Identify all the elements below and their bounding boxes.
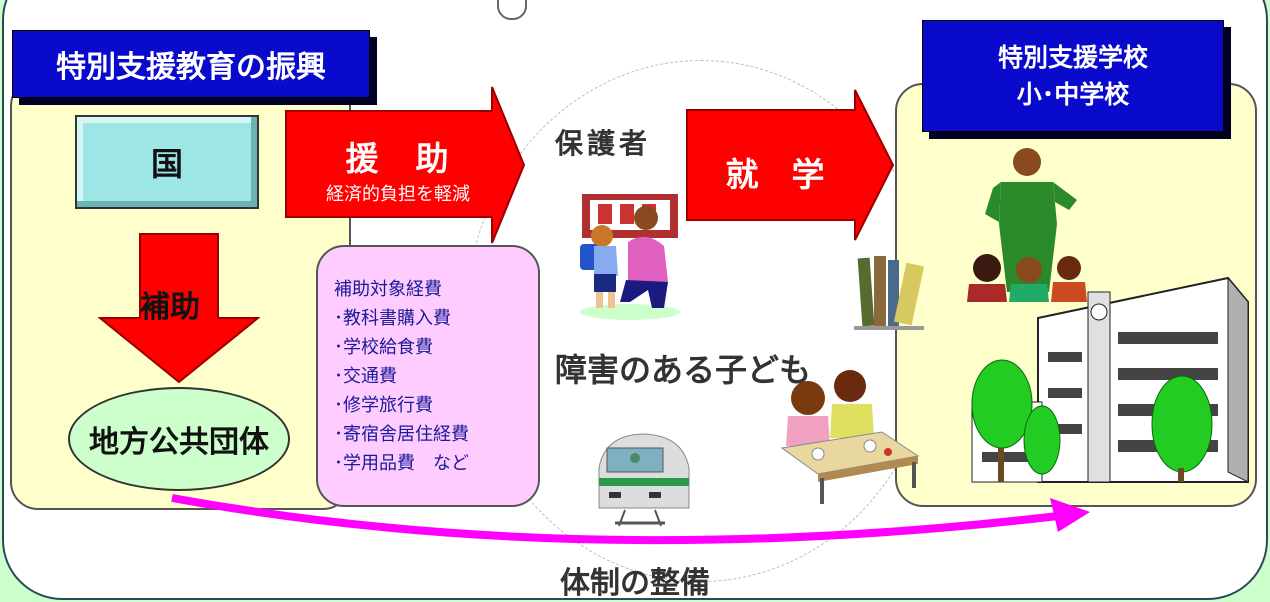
enjo-label: 援 助 — [345, 139, 451, 178]
subsidy-heading: 補助対象経費 — [334, 279, 442, 300]
subsidy-item: ･学用品費 など — [334, 453, 469, 474]
right-title-line1: 特別支援学校 — [997, 43, 1148, 72]
system-label: 体制の整備 — [560, 566, 710, 601]
right-title-line2: 小･中学校 — [1016, 80, 1130, 109]
local-government: 地方公共団体 — [68, 387, 290, 491]
train-clipart — [598, 433, 690, 527]
guardian-label: 保護者 — [555, 127, 652, 160]
mother-child-clipart — [580, 194, 680, 320]
hojo-arrow — [98, 233, 260, 384]
subsidy-box: 補助対象経費 ･教科書購入費 ･学校給食費 ･交通費 ･修学旅行費 ･寄宿舎居住… — [316, 245, 540, 507]
left-title: 特別支援教育の振興 — [12, 30, 370, 98]
system-arrow — [171, 494, 1090, 545]
shugaku-arrow — [686, 89, 895, 241]
enjo-arrow — [285, 86, 526, 244]
enjo-sublabel: 経済的負担を軽減 — [326, 184, 470, 205]
subsidy-item: ･教科書購入費 — [334, 308, 451, 329]
shugaku-label: 就 学 — [725, 155, 825, 194]
children-label: 障害のある子ども — [555, 351, 812, 389]
hojo-label: 補助 — [140, 290, 200, 325]
kuni-box: 国 — [75, 115, 259, 209]
books-clipart — [854, 256, 925, 330]
subsidy-item: ･学校給食費 — [334, 337, 433, 358]
hanger-tab — [497, 0, 527, 20]
subsidy-item: ･交通費 — [334, 366, 397, 387]
right-title: 特別支援学校 小･中学校 — [922, 20, 1224, 132]
teacher-clipart — [967, 148, 1087, 302]
school-building-clipart — [971, 276, 1249, 483]
subsidy-item: ･寄宿舎居住経費 — [334, 424, 469, 445]
subsidy-item: ･修学旅行費 — [334, 395, 433, 416]
school-lunch-clipart — [780, 370, 920, 504]
